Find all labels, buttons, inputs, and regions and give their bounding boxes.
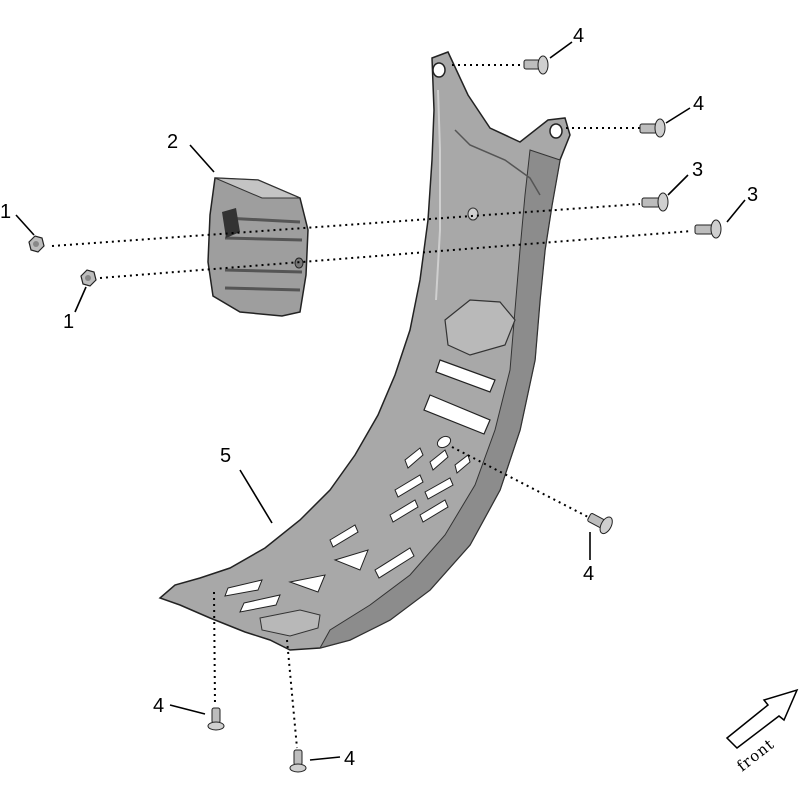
assembly-line: [451, 446, 591, 519]
vent-slot: [239, 594, 281, 613]
assembly-lines: [51, 64, 693, 749]
assembly-line: [51, 203, 641, 247]
label-part-1: 1: [63, 311, 74, 333]
guard-block-groove: [224, 236, 303, 242]
vent-slot: [394, 474, 424, 498]
leader-line: [15, 214, 35, 236]
part-labels: 1 1 2 3 3 4 4 4 4 4 5: [0, 25, 758, 770]
vent-slot: [435, 359, 496, 393]
skid-plate-body: [158, 51, 571, 651]
guard-block-groove: [224, 286, 301, 292]
plate-front-lip: [259, 609, 321, 637]
vent-slot: [288, 574, 326, 593]
guard-block-body: [207, 177, 309, 317]
label-part-4: 4: [573, 25, 584, 47]
vent-slot: [424, 477, 454, 500]
leader-line: [665, 107, 691, 124]
plate-raised-block: [444, 299, 516, 356]
vent-slot: [423, 394, 491, 435]
label-part-2: 2: [167, 131, 178, 153]
plate-ridge: [454, 129, 541, 196]
bolt: [694, 219, 722, 239]
leader-lines: [15, 41, 746, 761]
label-part-3: 3: [692, 159, 703, 181]
mount-hole: [549, 123, 563, 139]
bolt: [523, 55, 549, 75]
skid-plate: [158, 51, 571, 651]
leader-line: [309, 756, 341, 761]
bolt: [639, 118, 666, 138]
front-arrow-icon: [725, 688, 799, 749]
nut: [28, 235, 45, 253]
guard-logo-icon: [222, 208, 240, 238]
label-part-3: 3: [747, 184, 758, 206]
leader-line: [667, 174, 689, 196]
leader-line: [239, 469, 273, 524]
leader-line: [169, 704, 206, 715]
assembly-line: [213, 591, 216, 707]
front-direction-indicator: front: [725, 688, 799, 775]
guard-block-groove: [224, 268, 303, 274]
leader-line: [74, 286, 87, 313]
assembly-line: [286, 639, 298, 749]
vent-slot: [374, 547, 415, 579]
guard-block-top: [214, 177, 301, 199]
vent-slot: [333, 549, 369, 571]
label-part-4: 4: [344, 748, 355, 770]
leader-line: [726, 199, 746, 223]
bolt: [587, 513, 613, 535]
bolt: [641, 192, 669, 212]
label-part-4: 4: [153, 695, 164, 717]
guard-block: [207, 177, 309, 317]
bolt: [207, 707, 225, 731]
skid-plate-side-wall: [318, 149, 561, 649]
vent-slot: [454, 454, 471, 474]
label-part-1: 1: [0, 201, 11, 223]
leader-line: [549, 41, 573, 59]
vent-slot: [419, 499, 449, 523]
mount-hole: [432, 62, 446, 78]
assembly-line: [99, 230, 693, 279]
nut: [80, 269, 97, 287]
vent-slot: [329, 524, 359, 548]
mount-hole: [467, 207, 479, 221]
bolt: [289, 749, 307, 773]
vent-slot: [224, 579, 263, 597]
plate-ridge: [435, 89, 441, 301]
vent-slot: [436, 435, 452, 449]
vent-slot: [404, 447, 424, 469]
label-part-4: 4: [583, 563, 594, 585]
label-part-4: 4: [693, 93, 704, 115]
label-part-5: 5: [220, 445, 231, 467]
vent-slot: [429, 449, 449, 471]
leader-line: [189, 144, 215, 173]
vent-slot: [389, 499, 419, 523]
